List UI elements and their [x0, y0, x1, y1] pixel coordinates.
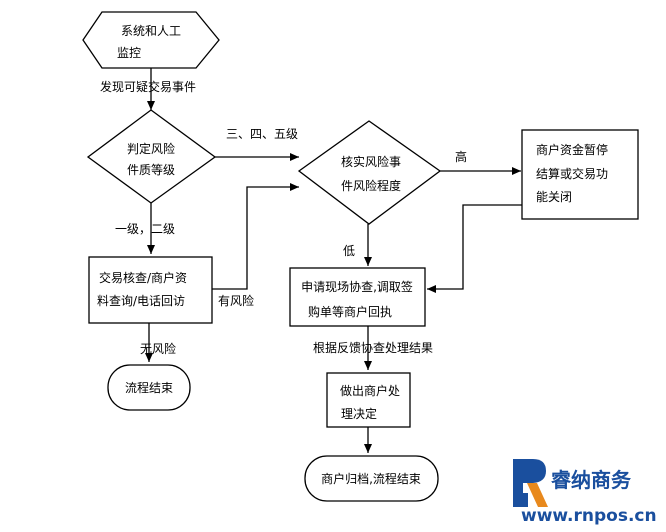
label-high: 高	[455, 149, 467, 164]
node-start-line1: 系统和人工	[121, 24, 181, 38]
edge-suspend-to-onsite	[427, 204, 522, 293]
node-end-right-label: 商户归档,流程结束	[321, 471, 421, 486]
label-level-12: 一级，二级	[115, 222, 175, 236]
node-make-decision: 做出商户处 理决定	[326, 372, 411, 428]
node-judge-line1: 判定风险	[127, 141, 175, 156]
node-end-left-label: 流程结束	[125, 380, 173, 395]
label-no-risk: 无风险	[140, 341, 176, 356]
watermark-brand-text: 睿纳商务	[551, 468, 632, 492]
node-judge-risk-level: 判定风险 件质等级	[86, 109, 217, 204]
node-start-monitoring: 系统和人工 监控	[82, 11, 220, 69]
node-decide-line1: 做出商户处	[340, 383, 400, 398]
node-suspend-line1: 商户资金暂停	[536, 142, 608, 157]
node-suspend-line2: 结算或交易功	[536, 166, 608, 181]
watermark-logo: 睿纳商务 www.rnpos.cn	[513, 459, 657, 526]
label-discover-suspicious: 发现可疑交易事件	[100, 79, 196, 94]
node-review-line2: 料查询/电话回访	[97, 294, 185, 308]
watermark-url-text: www.rnpos.cn	[521, 506, 657, 526]
node-archive-end: 商户归档,流程结束	[304, 455, 439, 502]
node-review-line1: 交易核查/商户资	[99, 270, 187, 285]
label-low: 低	[343, 244, 355, 258]
node-verify-line2: 件风险程度	[341, 178, 401, 193]
watermark-r-mark-icon	[513, 459, 548, 507]
label-feedback: 根据反馈协查处理结果	[313, 340, 433, 355]
label-level-345: 三、四、五级	[226, 127, 298, 141]
node-suspend-line3: 能关闭	[536, 190, 572, 204]
node-verify-risk-degree: 核实风险事 件风险程度	[297, 120, 442, 225]
label-has-risk: 有风险	[218, 293, 254, 308]
node-verify-line1: 核实风险事	[341, 154, 401, 169]
node-start-line2: 监控	[117, 46, 141, 60]
node-onsite-investigation: 申请现场协查,调取签 购单等商户回执	[289, 267, 426, 327]
node-onsite-line1: 申请现场协查,调取签	[301, 279, 413, 294]
node-transaction-review: 交易核查/商户资 料查询/电话回访	[88, 256, 213, 324]
edge-review-to-verify	[212, 183, 299, 290]
node-process-end-left: 流程结束	[107, 364, 191, 411]
node-decide-line2: 理决定	[341, 406, 377, 421]
node-suspend-merchant: 商户资金暂停 结算或交易功 能关闭	[521, 129, 639, 220]
node-onsite-line2: 购单等商户回执	[308, 304, 392, 319]
node-judge-line2: 件质等级	[127, 163, 175, 177]
